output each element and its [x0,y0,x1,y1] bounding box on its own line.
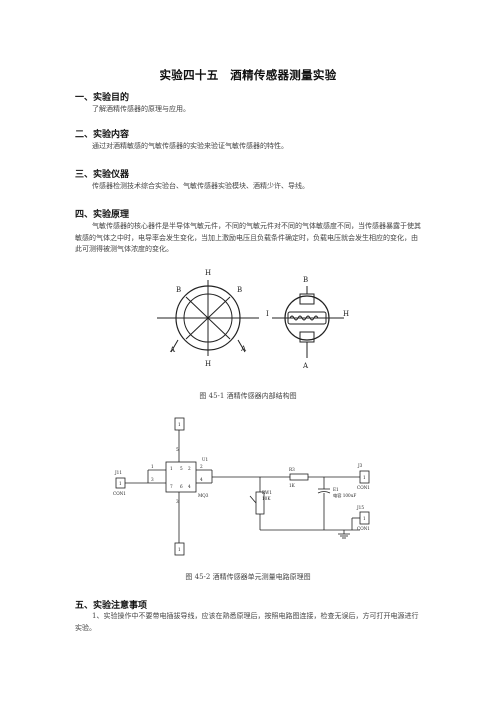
label-r3-value: 1K [289,483,296,488]
label-j15-sub: CON1 [357,526,370,531]
section-paragraph-principle: 气敏传感器的核心器件是半导体气敏元件，不同的气敏元件对不同的气体敏感度不同，当传… [75,222,421,253]
label-a-right: A [240,345,247,353]
svg-text:2: 2 [188,466,191,471]
svg-text:5: 5 [176,447,179,452]
section-text-instruments: 传感器检测技术综合实验台、气敏传感器实验模块、酒精少许、导线。 [92,182,309,190]
section-text-purpose: 了解酒精传感器的原理与应用。 [92,105,190,113]
label-rw1-value: 10K [262,496,271,501]
svg-text:1: 1 [151,464,154,469]
label-i: I [266,310,269,318]
svg-text:7: 7 [170,484,173,489]
section-heading-content: 二、实验内容 [75,130,130,140]
svg-text:1: 1 [119,481,122,486]
svg-text:3: 3 [151,477,154,482]
svg-text:5: 5 [180,466,183,471]
heater-coil [289,315,319,321]
top-connector [174,417,185,431]
sensor-diagonal-2 [185,296,231,340]
section-heading-notes: 五、实验注意事项 [75,601,148,611]
svg-text:4: 4 [188,484,191,489]
svg-text:3: 3 [176,499,179,504]
label-h-bulb: H [343,310,349,318]
label-b-bulb: B [303,276,308,284]
u1-chip [165,461,197,493]
label-u1: U1 [202,457,209,462]
e1-capacitor [317,491,331,494]
label-rw1: RW1 [262,490,272,495]
label-b-left: B [176,286,181,294]
label-u1-part: MQ3 [198,493,209,498]
svg-text:1: 1 [363,516,366,521]
label-a-bulb: A [302,362,309,370]
label-j3: J3 [357,463,363,468]
label-h-top: H [205,269,211,277]
figure1-caption: 图 45-1 酒精传感器内部结构图 [199,392,297,400]
label-b-right: B [237,286,242,294]
section-text-content: 通过对酒精敏感的气敏传感器的实验来验证气敏传感器的特性。 [92,142,288,150]
svg-text:1: 1 [363,475,366,480]
label-h-bottom: H [205,360,211,368]
label-j15: J15 [356,505,364,510]
figure2-caption: 图 45-2 酒精传感器单元测量电路原理图 [185,573,311,581]
section-heading-purpose: 一、实验目的 [75,93,130,103]
svg-text:1: 1 [178,422,181,427]
page-title: 实验四十五 酒精传感器测量实验 [159,68,337,82]
label-e1-note: 电容 100uF [333,492,356,499]
label-j11: J11 [114,470,122,475]
label-e1: E1 [333,487,339,492]
section-heading-principle: 四、实验原理 [75,210,130,220]
label-j11-sub: CON1 [113,491,126,496]
section-paragraph-notes: 1、实验操作中不要带电插拔导线，应该在熟悉原理后，按照电路图连接，检查无误后，方… [75,612,419,632]
svg-text:4: 4 [200,477,203,482]
bottom-connector [174,542,185,556]
label-a-left: A [169,346,176,354]
svg-text:1: 1 [178,547,181,552]
svg-text:1: 1 [170,466,173,471]
j3-connector [359,470,370,484]
label-r3: R3 [289,467,295,472]
svg-text:2: 2 [200,464,203,469]
section-heading-instruments: 三、实验仪器 [75,170,130,180]
svg-text:6: 6 [180,484,183,489]
label-j3-sub: CON1 [357,485,370,490]
r3-resistor [289,473,309,481]
